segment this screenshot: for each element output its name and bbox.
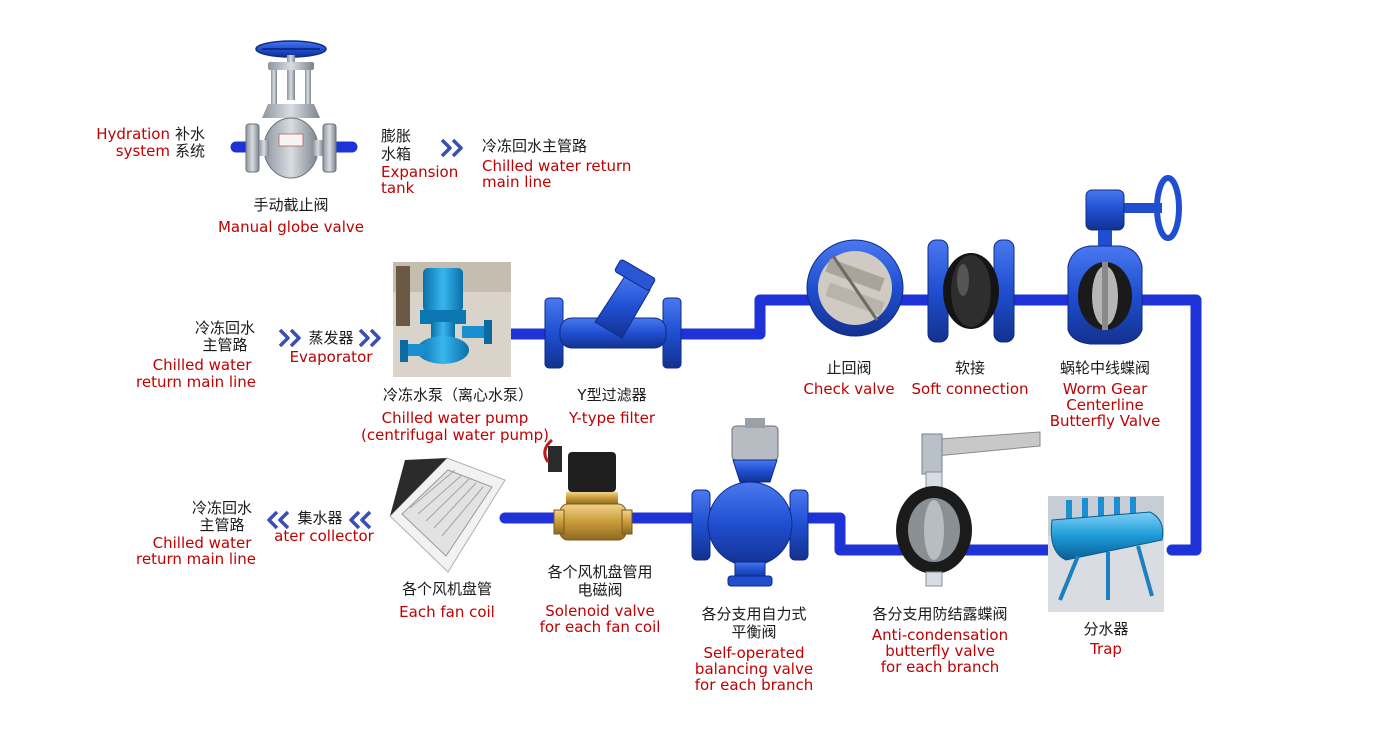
anti-condensation-label-en-1: Anti-condensation	[871, 626, 1009, 644]
globe-valve-label-en: Manual globe valve	[217, 218, 365, 236]
manual-globe-valve-image	[245, 40, 337, 179]
balancing-label-en-2: balancing valve	[694, 660, 814, 678]
hydration-label-en-2: system	[115, 142, 170, 160]
collector-label-zh: 集水器	[297, 509, 343, 527]
left-chevron-icon	[267, 510, 290, 530]
solenoid-label-en-2: for each fan coil	[539, 618, 661, 636]
trap-label-zh: 分水器	[1083, 620, 1129, 638]
worm-gear-label-en-3: Butterfly Valve	[1049, 412, 1161, 430]
right-chevron-icon	[358, 328, 381, 348]
chilled-return-bottom-label-zh-1: 冷冻回水	[191, 499, 253, 517]
y-filter-label-en: Y-type filter	[569, 409, 655, 427]
collector-label-en: ater collector	[274, 527, 374, 545]
expansion-tank-label-zh-2: 水箱	[381, 145, 412, 163]
worm-gear-label-en-1: Worm Gear	[1062, 380, 1148, 398]
expansion-tank-label-en-2: tank	[381, 179, 415, 197]
y-filter-label-zh: Y型过滤器	[577, 386, 647, 404]
right-chevron-icon	[278, 328, 301, 348]
solenoid-label-en-1: Solenoid valve	[545, 602, 655, 620]
fan-coil-label-zh: 各个风机盘管	[401, 580, 493, 598]
pump-label-en-2: (centrifugal water pump)	[360, 426, 550, 444]
trap-distributor-image	[1048, 496, 1164, 612]
fan-coil-image	[389, 457, 506, 573]
trap-label-en: Trap	[1090, 640, 1122, 658]
check-valve-label-en: Check valve	[803, 380, 895, 398]
check-valve-label-zh: 止回阀	[826, 359, 872, 377]
anti-condensation-label-en-3: for each branch	[880, 658, 1000, 676]
balancing-label-zh-1: 各分支用自力式	[701, 605, 807, 623]
chilled-return-bottom-label-en-2: return main line	[136, 550, 256, 568]
anti-condensation-label-zh: 各分支用防结露蝶阀	[872, 605, 1008, 623]
balancing-label-zh-2: 平衡阀	[731, 623, 777, 641]
chilled-return-mid-label-zh-1: 冷冻回水	[194, 319, 256, 337]
soft-connection-label-en: Soft connection	[911, 380, 1029, 398]
right-chevron-icon	[440, 138, 463, 158]
globe-valve-label-zh: 手动截止阀	[253, 196, 329, 214]
chilled-return-mid-label-zh-2: 主管路	[202, 336, 248, 354]
anti-condensation-label-en-2: butterfly valve	[885, 642, 995, 660]
solenoid-label-zh-2: 电磁阀	[577, 581, 623, 599]
balancing-label-en-1: Self-operated	[703, 644, 805, 662]
pump-label-zh: 冷冻水泵（离心水泵）	[382, 386, 534, 404]
chilled-water-pump-image	[393, 262, 511, 377]
expansion-tank-label-zh-1: 膨胀	[381, 127, 412, 145]
solenoid-valve-image	[543, 438, 633, 541]
anti-condensation-valve-image	[896, 431, 1041, 587]
pump-label-en-1: Chilled water pump	[381, 409, 529, 427]
balancing-label-en-3: for each branch	[694, 676, 814, 694]
chilled-return-bottom-label-en-1: Chilled water	[152, 534, 252, 552]
hydration-label-zh-1: 补水	[175, 125, 206, 143]
chilled-return-top-label-en-1: Chilled water return	[482, 157, 632, 175]
expansion-tank-label-en-1: Expansion	[381, 163, 459, 181]
chilled-return-mid-label-en-2: return main line	[136, 373, 256, 391]
hydration-label-en-1: Hydration	[96, 125, 170, 143]
soft-connection-image	[927, 239, 1015, 343]
chilled-return-top-label-en-2: main line	[482, 173, 552, 191]
worm-gear-label-zh: 蜗轮中线蝶阀	[1059, 359, 1151, 377]
left-chevron-icon	[349, 510, 372, 530]
evaporator-label-zh: 蒸发器	[308, 329, 354, 347]
y-type-filter-image	[544, 259, 682, 369]
chilled-return-top-label-zh: 冷冻回水主管路	[482, 137, 588, 155]
solenoid-label-zh-1: 各个风机盘管用	[547, 563, 653, 581]
soft-connection-label-zh: 软接	[954, 359, 986, 377]
fan-coil-label-en: Each fan coil	[399, 603, 495, 621]
chilled-return-mid-label-en-1: Chilled water	[152, 356, 252, 374]
hydration-label-zh-2: 系统	[175, 142, 206, 160]
pipe-network	[230, 141, 1202, 556]
chilled-return-bottom-label-zh-2: 主管路	[199, 516, 245, 534]
worm-gear-label-en-2: Centerline	[1066, 396, 1144, 414]
evaporator-label-en: Evaporator	[289, 348, 373, 366]
check-valve-image	[806, 239, 904, 337]
worm-gear-butterfly-valve-image	[1067, 175, 1182, 345]
balancing-valve-image	[691, 418, 809, 587]
